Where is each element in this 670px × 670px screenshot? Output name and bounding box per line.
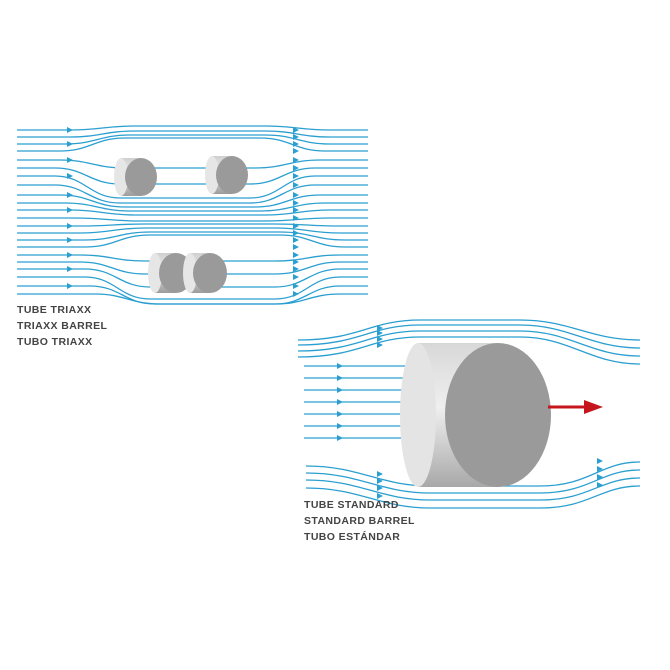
flow-direction-arrow bbox=[293, 244, 299, 250]
streamline bbox=[17, 137, 368, 152]
streamline bbox=[17, 209, 368, 216]
streamline bbox=[17, 217, 368, 222]
streamline bbox=[17, 125, 368, 131]
streamline bbox=[17, 234, 368, 248]
flow-direction-arrow bbox=[597, 474, 603, 480]
streamline bbox=[17, 202, 368, 212]
streamline bbox=[297, 319, 641, 341]
flow-direction-arrow bbox=[67, 192, 73, 198]
streamline bbox=[305, 469, 641, 494]
flow-direction-arrow bbox=[293, 274, 299, 280]
flow-direction-arrow bbox=[67, 266, 73, 272]
streamline bbox=[17, 227, 368, 234]
flow-direction-arrow bbox=[293, 283, 299, 289]
streamline bbox=[17, 276, 368, 300]
streamline bbox=[17, 293, 368, 305]
flow-direction-arrow bbox=[293, 127, 299, 133]
streamline bbox=[297, 324, 641, 349]
flow-direction-arrow bbox=[67, 283, 73, 289]
flow-direction-arrow bbox=[67, 252, 73, 258]
flow-direction-arrow bbox=[293, 237, 299, 243]
flow-direction-arrow bbox=[67, 223, 73, 229]
flow-direction-arrow bbox=[67, 141, 73, 147]
flow-direction-arrow bbox=[293, 215, 299, 221]
flow-direction-arrow bbox=[67, 127, 73, 133]
flow-direction-arrow bbox=[293, 291, 299, 297]
triaxx-streamlines-diagram bbox=[17, 125, 368, 305]
triaxx-caption: TUBE TRIAXX TRIAXX BARREL TUBO TRIAXX bbox=[17, 302, 107, 350]
flow-direction-arrow bbox=[67, 237, 73, 243]
triaxx-streamlines bbox=[17, 125, 368, 305]
flow-direction-arrow bbox=[293, 207, 299, 213]
flow-direction-arrow bbox=[377, 493, 383, 499]
flow-direction-arrow bbox=[377, 485, 383, 491]
streamline bbox=[17, 167, 368, 185]
triaxx-caption-line: TUBO TRIAXX bbox=[17, 336, 93, 348]
streamline bbox=[297, 330, 641, 357]
flow-direction-arrow bbox=[293, 192, 299, 198]
flow-direction-arrow bbox=[337, 399, 343, 405]
flow-direction-arrow bbox=[377, 342, 383, 348]
flow-direction-arrow bbox=[377, 325, 383, 331]
streamline bbox=[17, 184, 368, 204]
flow-direction-arrow bbox=[293, 223, 299, 229]
flow-direction-arrow bbox=[67, 173, 73, 179]
flow-direction-arrow bbox=[293, 252, 299, 258]
flow-direction-arrow bbox=[67, 157, 73, 163]
flow-direction-arrow bbox=[337, 435, 343, 441]
streamline bbox=[17, 175, 368, 199]
flow-direction-arrow bbox=[67, 207, 73, 213]
standard-caption-line: TUBE STANDARD bbox=[304, 499, 399, 511]
flow-direction-arrow bbox=[337, 387, 343, 393]
flow-direction-arrow bbox=[293, 173, 299, 179]
triaxx-barrel-left bbox=[114, 158, 157, 196]
flow-direction-arrow bbox=[293, 182, 299, 188]
flow-direction-arrow bbox=[293, 259, 299, 265]
flow-direction-arrow bbox=[293, 200, 299, 206]
standard-caption-line: STANDARD BARREL bbox=[304, 515, 415, 527]
streamline bbox=[297, 336, 641, 365]
standard-barrel bbox=[400, 343, 551, 487]
standard-caption-line: TUBO ESTÁNDAR bbox=[304, 531, 401, 543]
flow-direction-arrow bbox=[337, 363, 343, 369]
standard-caption: TUBE STANDARD STANDARD BARREL TUBO ESTÁN… bbox=[304, 497, 415, 545]
flow-direction-arrow bbox=[597, 482, 603, 488]
streamline bbox=[17, 159, 368, 169]
triaxx-caption-line: TUBE TRIAXX bbox=[17, 304, 92, 316]
flow-direction-arrow bbox=[377, 336, 383, 342]
flow-direction-arrow bbox=[337, 423, 343, 429]
standard-streamlines-diagram bbox=[297, 319, 641, 509]
flow-direction-arrow bbox=[377, 471, 383, 477]
streamline bbox=[17, 134, 368, 145]
streamline bbox=[17, 231, 368, 241]
streamline bbox=[17, 130, 368, 138]
flow-direction-arrow bbox=[377, 478, 383, 484]
flow-direction-arrow bbox=[597, 466, 603, 472]
streamline bbox=[305, 477, 641, 501]
flow-direction-arrow bbox=[293, 148, 299, 154]
streamline bbox=[17, 194, 368, 208]
drag-force-arrow bbox=[548, 400, 603, 414]
streamline bbox=[17, 223, 368, 227]
flow-direction-arrow bbox=[293, 165, 299, 171]
flow-direction-arrow bbox=[337, 375, 343, 381]
flow-direction-arrow bbox=[597, 458, 603, 464]
flow-direction-arrow bbox=[293, 266, 299, 272]
flow-direction-arrow bbox=[377, 330, 383, 336]
triaxx-barrel-bottom-right bbox=[183, 253, 227, 293]
triaxx-barrel-right bbox=[205, 156, 248, 194]
flow-direction-arrow bbox=[293, 157, 299, 163]
flow-direction-arrow bbox=[337, 411, 343, 417]
streamline bbox=[305, 485, 641, 509]
triaxx-caption-line: TRIAXX BARREL bbox=[17, 320, 108, 332]
